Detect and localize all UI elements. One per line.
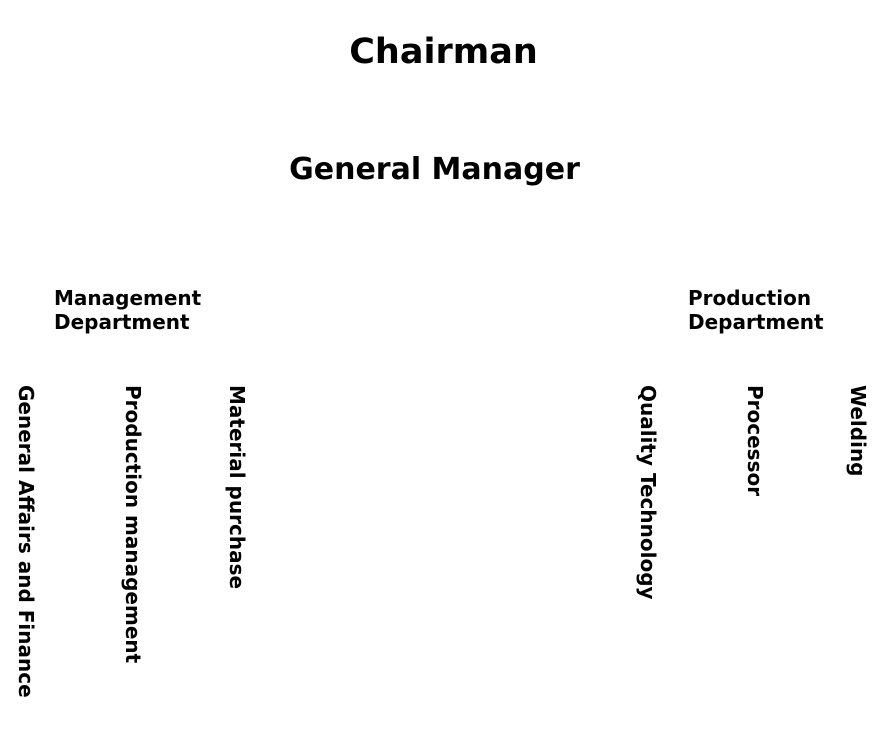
management-department-node: Management Department <box>54 286 202 334</box>
production-management-node: Production management <box>121 385 145 664</box>
quality-technology-node: Quality Technology <box>636 385 660 600</box>
general-manager-node: General Manager <box>289 152 580 187</box>
general-affairs-and-finance-node: General Affairs and Finance <box>14 385 38 698</box>
material-purchase-node: Material purchase <box>225 385 249 590</box>
welding-node: Welding <box>846 385 870 477</box>
production-department-node: Production Department <box>688 286 824 334</box>
processor-node: Processor <box>743 385 767 497</box>
chairman-node: Chairman <box>349 32 538 72</box>
